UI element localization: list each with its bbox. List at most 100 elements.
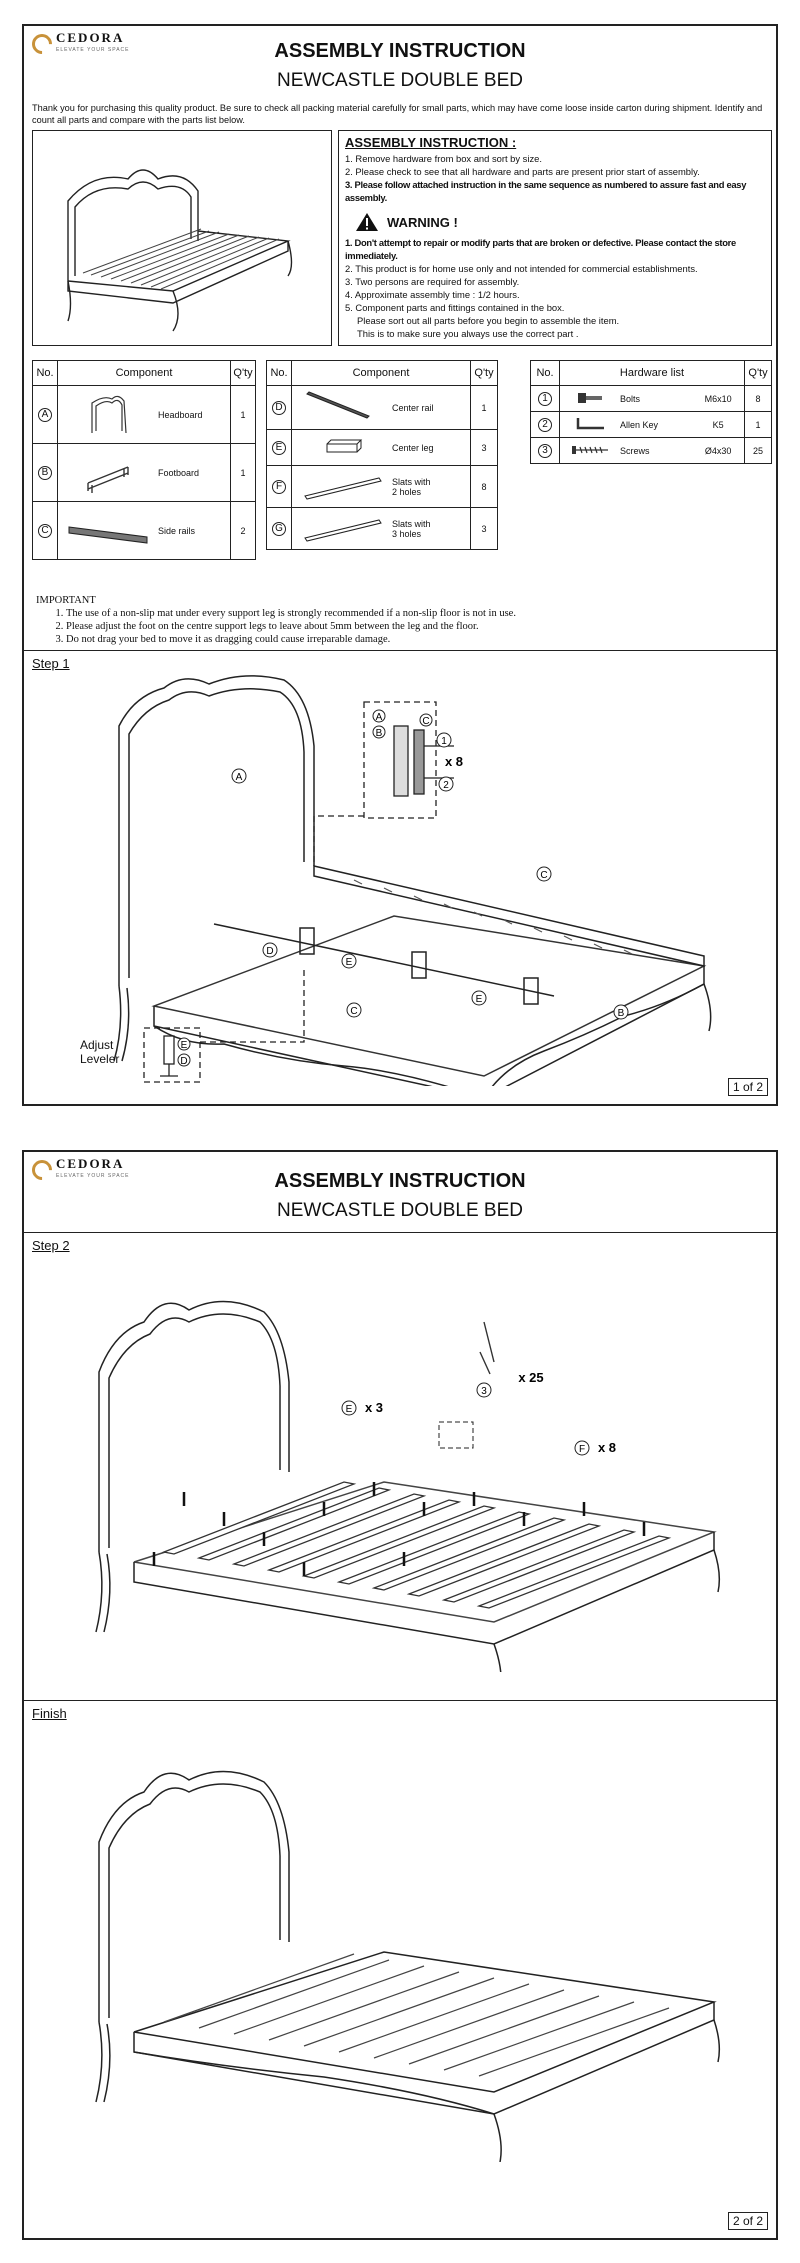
hardware-qty: 25 xyxy=(744,437,772,464)
important-heading: IMPORTANT xyxy=(36,595,96,606)
important-notes: IMPORTANT The use of a non-slip mat unde… xyxy=(36,594,516,646)
product-illustration-box xyxy=(32,130,332,346)
leveler-callout-e: E xyxy=(177,1037,191,1051)
important-item: Do not drag your bed to move it as dragg… xyxy=(66,633,516,646)
slat-f-count: x 8 xyxy=(598,1440,616,1455)
page-title: ASSEMBLY INSTRUCTION xyxy=(274,1170,526,1192)
part-name: Headboard xyxy=(158,385,231,444)
callout-e2: E xyxy=(471,990,487,1006)
step-2-label: Step 2 xyxy=(32,1238,70,1253)
important-item: The use of a non-slip mat under every su… xyxy=(66,607,516,620)
brand-name: CEDORA xyxy=(56,1156,125,1171)
brand-logo: CEDORA ELEVATE YOUR SPACE xyxy=(27,29,130,59)
hardware-size: Ø4x30 xyxy=(692,437,746,464)
part-name: Slats with 2 holes xyxy=(392,465,471,508)
col-component: Component xyxy=(57,360,231,386)
hardware-name: Bolts xyxy=(620,385,693,412)
screw-icon xyxy=(572,445,608,454)
step-1-label: Step 1 xyxy=(32,656,70,671)
page-number: 1 of 2 xyxy=(727,1078,768,1096)
callout-b: B xyxy=(613,1004,629,1020)
part-id: E xyxy=(272,440,286,455)
table-row: A Headboard 1 xyxy=(32,385,256,444)
callout-three-text: 3 xyxy=(481,1386,487,1397)
warning-item: Please sort out all parts before you beg… xyxy=(357,315,620,326)
warning-item: 4. Approximate assembly time : 1/2 hours… xyxy=(345,289,520,300)
table-row: 1 Bolts M6x10 8 xyxy=(530,385,772,412)
part-id: D xyxy=(272,400,286,415)
page-subtitle: NEWCASTLE DOUBLE BED xyxy=(277,70,523,91)
callout-e-text: E xyxy=(346,1404,353,1415)
instruction-page-2: CEDORA ELEVATE YOUR SPACE ASSEMBLY INSTRU… xyxy=(22,1150,778,2240)
hardware-name: Screws xyxy=(620,437,693,464)
assembly-step: 2. Please check to see that all hardware… xyxy=(345,166,700,177)
part-id: F xyxy=(272,479,286,494)
callout-b-text: B xyxy=(376,728,383,739)
table-row: F Slats with 2 holes 8 xyxy=(266,465,498,508)
step-1-diagram: A C D E E B C A B C 1 2 x 8 E D xyxy=(113,675,712,1086)
brand-tagline: ELEVATE YOUR SPACE xyxy=(56,47,130,53)
table-row: B Footboard 1 xyxy=(32,443,256,502)
callout-e1: E xyxy=(341,953,357,969)
step2-callout-screw: 3 xyxy=(476,1382,492,1398)
hardware-qty: 8 xyxy=(744,385,772,412)
callout-key: 2 xyxy=(438,776,454,792)
part-qty: 1 xyxy=(230,443,256,502)
callout-d: D xyxy=(262,942,278,958)
part-qty: 1 xyxy=(470,385,498,430)
page-title: ASSEMBLY INSTRUCTION xyxy=(274,40,526,62)
callout-c2: C xyxy=(346,1002,362,1018)
part-name: Footboard xyxy=(158,443,231,502)
warning-heading: WARNING ! xyxy=(387,214,458,230)
step2-callout-e: E xyxy=(341,1400,357,1416)
footboard-icon xyxy=(87,465,129,493)
part-qty: 8 xyxy=(470,465,498,508)
callout-c-text: C xyxy=(540,870,547,881)
warning-item: 3. Two persons are required for assembly… xyxy=(345,276,520,287)
part-qty: 2 xyxy=(230,501,256,560)
col-qty: Q'ty xyxy=(744,360,772,386)
assembly-step: 3. Please follow attached instruction in… xyxy=(345,179,747,203)
callout-c-text: C xyxy=(350,1006,357,1017)
part-name: Center leg xyxy=(392,429,471,466)
bolt-icon xyxy=(578,392,602,403)
part-name: Center rail xyxy=(392,385,471,430)
assembly-instruction-box: ASSEMBLY INSTRUCTION : 1. Remove hardwar… xyxy=(338,130,772,346)
hardware-qty: 1 xyxy=(744,411,772,438)
part-qty: 1 xyxy=(230,385,256,444)
table-row: 3 Screws Ø4x30 25 xyxy=(530,437,772,464)
part-name: Side rails xyxy=(158,501,231,560)
assembly-steps: 1. Remove hardware from box and sort by … xyxy=(345,152,765,204)
callout-c-text: C xyxy=(422,716,429,727)
warning-item: 1. Don't attempt to repair or modify par… xyxy=(345,237,736,261)
leveler-callout-d: D xyxy=(177,1053,191,1067)
section-divider xyxy=(24,1232,776,1233)
headboard-icon xyxy=(91,395,127,433)
part-id: C xyxy=(38,523,52,538)
brand-name: CEDORA xyxy=(56,30,125,45)
screwdriver-icon xyxy=(479,1321,495,1375)
bed-product-illustration xyxy=(67,169,293,332)
hardware-id: 3 xyxy=(538,443,552,458)
hardware-name: Allen Key xyxy=(620,411,693,438)
detail-callout-c: C xyxy=(419,713,433,727)
finish-label: Finish xyxy=(32,1706,67,1721)
callout-bolt: 1 xyxy=(436,732,452,748)
warning-list: 1. Don't attempt to repair or modify par… xyxy=(345,236,765,340)
brand-tagline: ELEVATE YOUR SPACE xyxy=(56,1173,130,1179)
callout-f-text: F xyxy=(579,1444,585,1455)
slat-three-holes-icon xyxy=(304,518,382,542)
part-qty: 3 xyxy=(470,507,498,550)
part-id: B xyxy=(38,465,52,480)
warning-item: 2. This product is for home use only and… xyxy=(345,263,698,274)
slat-e-count: x 3 xyxy=(365,1400,383,1415)
warning-item: This is to make sure you always use the … xyxy=(357,328,579,339)
col-qty: Q'ty xyxy=(470,360,498,386)
screw-count: x 25 xyxy=(518,1370,543,1385)
callout-e-text: E xyxy=(181,1040,188,1051)
side-rail-icon xyxy=(68,525,148,544)
callout-one-text: 1 xyxy=(441,736,447,747)
